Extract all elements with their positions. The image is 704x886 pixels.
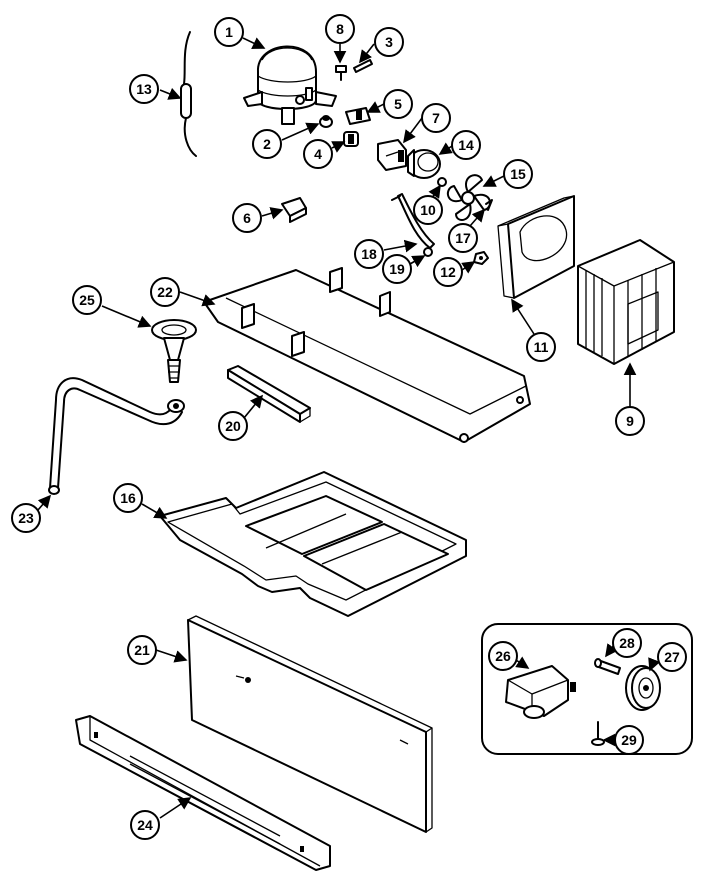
callout-21: 21 [127,635,157,665]
callout-13: 13 [129,74,159,104]
svg-text:8: 8 [336,21,344,37]
nut-part [437,177,447,187]
clip-part [485,199,493,211]
svg-text:26: 26 [495,648,511,664]
svg-text:1: 1 [225,24,233,40]
svg-text:4: 4 [314,146,322,162]
relay-part [377,139,407,171]
callout-22: 22 [150,277,180,307]
access-panel-part [187,615,433,833]
callout-11: 11 [526,332,556,362]
switch-part [281,197,307,223]
callout-20: 20 [218,411,248,441]
svg-text:29: 29 [621,732,637,748]
svg-text:18: 18 [361,246,377,262]
drain-funnel-part [151,319,197,383]
drier-tube-part [180,31,197,157]
svg-text:19: 19 [389,261,405,277]
svg-text:23: 23 [18,510,34,526]
callout-25: 25 [72,285,102,315]
callout-4: 4 [303,139,333,169]
overload-part [343,131,359,147]
screw-part [335,65,347,81]
fan-motor-part [407,149,441,179]
drain-pan-part [159,471,467,617]
callout-23: 23 [11,503,41,533]
roller-kit-inset [481,623,693,755]
svg-text:13: 13 [136,81,152,97]
callout-24: 24 [130,810,160,840]
condenser-part [577,239,675,365]
svg-text:12: 12 [440,264,456,280]
callout-12: 12 [433,257,463,287]
callout-15: 15 [503,159,533,189]
svg-text:22: 22 [157,284,173,300]
grommet-part [319,115,333,128]
svg-text:25: 25 [79,292,95,308]
svg-text:14: 14 [458,137,474,153]
callout-8: 8 [325,14,355,44]
grille-part [75,715,331,871]
svg-text:15: 15 [510,166,526,182]
svg-text:16: 16 [120,490,136,506]
svg-text:7: 7 [432,110,440,126]
svg-text:9: 9 [626,413,634,429]
relay-clip-part [345,107,371,125]
base-plate-part [203,267,531,443]
callout-26: 26 [488,641,518,671]
callout-19: 19 [382,254,412,284]
svg-text:24: 24 [137,817,153,833]
svg-text:21: 21 [134,642,150,658]
compressor-part [243,45,337,125]
callout-1: 1 [214,17,244,47]
callout-14: 14 [451,130,481,160]
channel-part [227,365,311,423]
callout-16: 16 [113,483,143,513]
callout-10: 10 [413,195,443,225]
callout-5: 5 [383,89,413,119]
svg-text:17: 17 [455,230,471,246]
callout-6: 6 [232,203,262,233]
svg-text:20: 20 [225,418,241,434]
callout-29: 29 [614,725,644,755]
svg-text:6: 6 [243,210,251,226]
drain-tube-part [48,377,185,495]
callout-7: 7 [421,103,451,133]
callout-9: 9 [615,406,645,436]
svg-text:5: 5 [394,96,402,112]
callout-27: 27 [657,642,687,672]
svg-text:28: 28 [619,635,635,651]
nut-part-12 [473,251,489,265]
callout-28: 28 [612,628,642,658]
svg-text:3: 3 [385,34,393,50]
callout-2: 2 [252,129,282,159]
svg-text:11: 11 [534,339,549,355]
callout-17: 17 [448,223,478,253]
callout-3: 3 [374,27,404,57]
fan-shroud-part [497,195,575,299]
pin-part [353,59,373,73]
svg-text:27: 27 [664,649,680,665]
nut-part-19 [423,247,433,257]
svg-text:2: 2 [263,136,271,152]
leader-lines [37,37,661,819]
callout-18: 18 [354,239,384,269]
motor-bracket-part [391,193,435,249]
svg-text:10: 10 [420,202,436,218]
fan-blade-part [446,174,491,221]
